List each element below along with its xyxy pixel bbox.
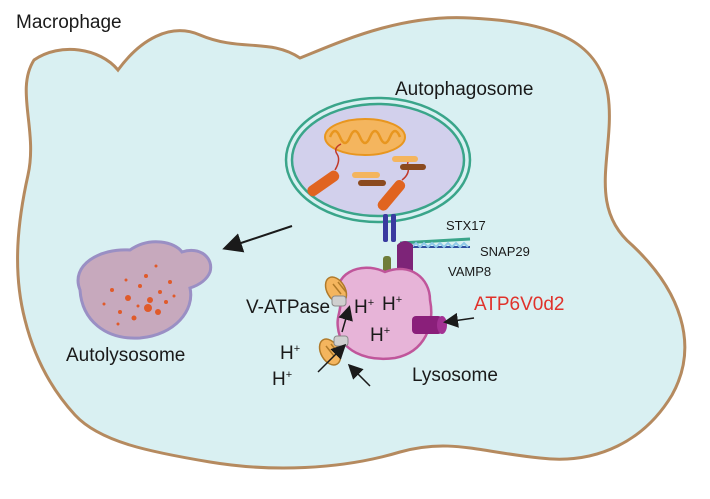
autolysosome-label: Autolysosome	[66, 345, 186, 366]
proton-charge: +	[367, 297, 375, 309]
autophagosome	[284, 96, 472, 224]
v-atpase-pump-upper	[324, 276, 348, 307]
proton-entry-arrow	[317, 343, 347, 373]
autolysosome	[76, 240, 213, 340]
proton-charge: +	[383, 325, 391, 337]
proton-label-inside-1: H+	[354, 297, 375, 318]
macrophage-cell	[16, 16, 687, 470]
proton-charge: +	[285, 369, 293, 381]
proton-symbol: H	[370, 325, 384, 346]
snap29-label: SNAP29	[480, 244, 530, 259]
autophagosome-label: Autophagosome	[395, 79, 534, 100]
stx17-protein	[383, 214, 396, 242]
proton-charge: +	[395, 294, 403, 306]
mitochondrion	[324, 118, 406, 156]
atp6v0d2-protein	[412, 316, 447, 334]
lysosome-inflow-arrow	[347, 363, 371, 387]
proton-symbol: H	[354, 297, 368, 318]
proton-pump-arrow	[338, 305, 353, 333]
atp6v0d2-pointer-arrow	[443, 312, 475, 328]
proton-label-inside-3: H+	[370, 325, 391, 346]
atp6v0d2-label: ATP6V0d2	[474, 294, 565, 315]
proton-charge: +	[293, 343, 301, 355]
lysosome-label: Lysosome	[412, 365, 498, 386]
organelle-debris	[352, 156, 426, 186]
stx17-label: STX17	[446, 218, 486, 233]
autolysosome-degradation-dots	[102, 264, 176, 326]
proton-label-inside-2: H+	[382, 294, 403, 315]
proton-symbol: H	[272, 369, 286, 390]
proton-label-outside-1: H+	[280, 343, 301, 364]
fusion-arrow	[222, 225, 293, 253]
proton-symbol: H	[382, 294, 396, 315]
macrophage-label: Macrophage	[16, 12, 122, 33]
proton-label-outside-2: H+	[272, 369, 293, 390]
proton-symbol: H	[280, 343, 294, 364]
vamp8-label: VAMP8	[448, 264, 492, 279]
v-atpase-label: V-ATPase	[246, 297, 331, 318]
